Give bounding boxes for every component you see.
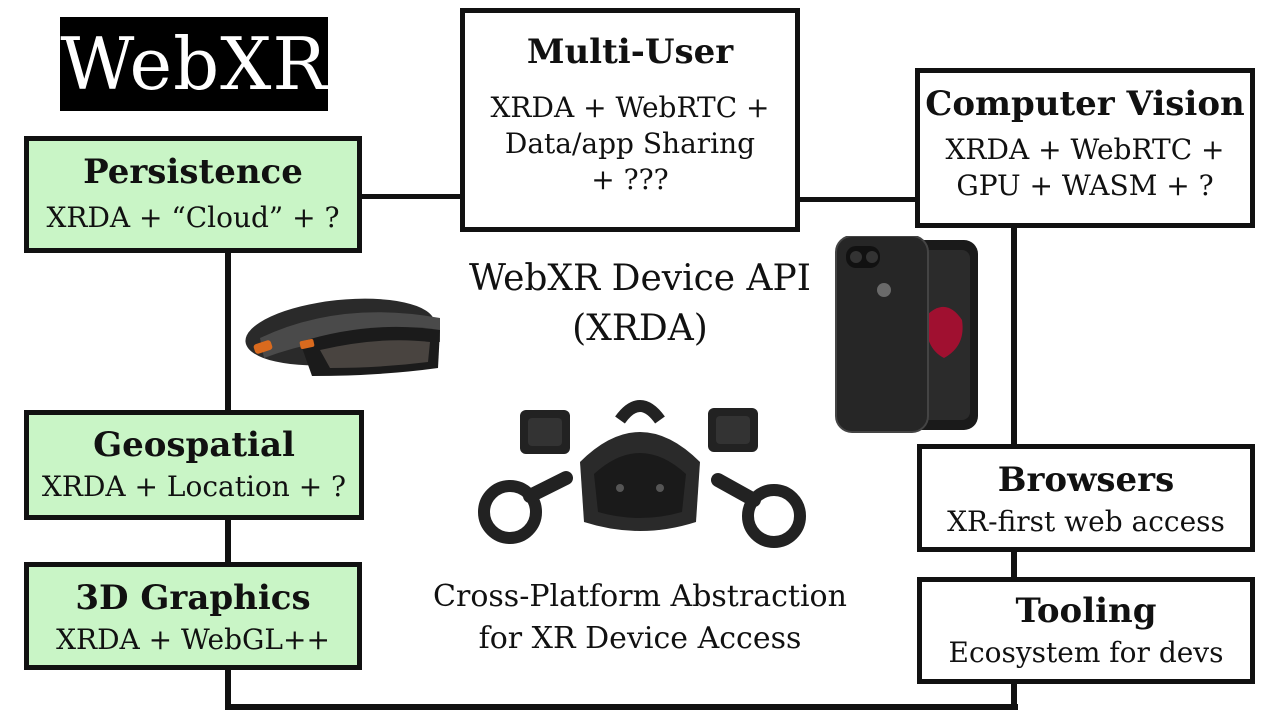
smartphone-icon bbox=[835, 236, 978, 433]
center-title-line: (XRDA) bbox=[572, 308, 708, 350]
node-detail: XRDA + “Cloud” + ? bbox=[46, 201, 340, 235]
node-title: Geospatial bbox=[93, 425, 295, 465]
node-tooling: Tooling Ecosystem for devs bbox=[917, 577, 1255, 684]
node-browsers: Browsers XR-first web access bbox=[917, 444, 1255, 552]
center-caption-line: for XR Device Access bbox=[478, 621, 802, 656]
webxr-logo: WebXR bbox=[60, 17, 328, 111]
node-title: Persistence bbox=[83, 152, 303, 192]
node-detail: GPU + WASM + ? bbox=[956, 168, 1214, 202]
node-title: 3D Graphics bbox=[75, 578, 311, 618]
node-3d-graphics: 3D Graphics XRDA + WebGL++ bbox=[24, 562, 362, 670]
node-detail: + ??? bbox=[591, 162, 669, 196]
node-computer-vision: Computer Vision XRDA + WebRTC + GPU + WA… bbox=[915, 68, 1255, 228]
node-title: Computer Vision bbox=[925, 84, 1245, 124]
node-detail: XRDA + Location + ? bbox=[41, 470, 347, 504]
connector-persistence-multiuser bbox=[360, 194, 462, 199]
node-title: Tooling bbox=[1015, 591, 1157, 631]
node-persistence: Persistence XRDA + “Cloud” + ? bbox=[24, 136, 362, 253]
center-title-line: WebXR Device API bbox=[469, 258, 811, 299]
node-geospatial: Geospatial XRDA + Location + ? bbox=[24, 410, 364, 520]
node-multi-user: Multi-User XRDA + WebRTC + Data/app Shar… bbox=[460, 8, 800, 232]
hololens-headset-icon bbox=[245, 298, 440, 376]
connector-multiuser-cv bbox=[797, 197, 919, 202]
center-caption-line: Cross-Platform Abstraction bbox=[433, 579, 847, 614]
node-title: Browsers bbox=[997, 460, 1175, 500]
node-detail: XR-first web access bbox=[947, 505, 1225, 539]
node-title: Multi-User bbox=[526, 32, 734, 72]
node-detail: XRDA + WebRTC + bbox=[490, 91, 770, 125]
node-detail: XRDA + WebRTC + bbox=[945, 133, 1225, 167]
center-title: WebXR Device API (XRDA) bbox=[450, 254, 830, 355]
node-detail: Data/app Sharing bbox=[504, 126, 756, 160]
node-detail: XRDA + WebGL++ bbox=[56, 623, 330, 657]
center-caption: Cross-Platform Abstraction for XR Device… bbox=[410, 576, 870, 660]
node-detail: Ecosystem for devs bbox=[948, 636, 1224, 670]
connector-bottom bbox=[225, 704, 1018, 710]
vive-headset-kit-icon bbox=[478, 400, 806, 548]
